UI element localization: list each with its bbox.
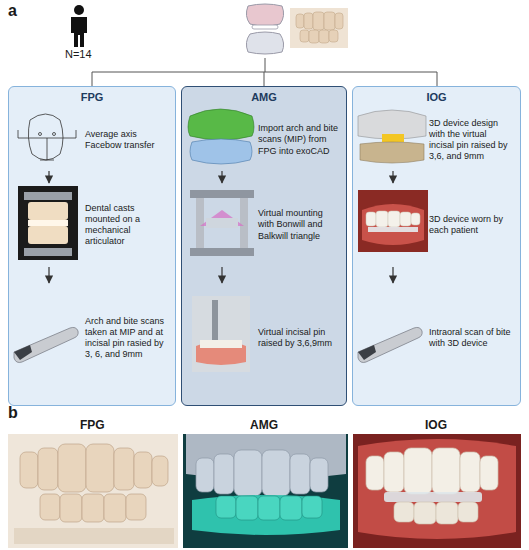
step-text: Virtual incisal pin raised by 3,6,9mm [258, 283, 340, 393]
step-text: Intraoral scan of bite with 3D device [429, 283, 514, 393]
step-text: Average axis Facebow transfer [85, 109, 169, 171]
sample-size: N=14 [65, 48, 92, 60]
fpg-photo [8, 434, 178, 548]
step-text: Import arch and bite scans (MIP) from FP… [258, 109, 340, 171]
process-step: Arch and bite scans taken at MIP and at … [13, 283, 171, 393]
arch-scans [188, 109, 254, 164]
amg-photo [183, 434, 348, 548]
process-step: Average axis Facebow transfer [13, 109, 171, 171]
column-title: AMG [182, 91, 346, 103]
step-text: Virtual mounting with Bonwill and Balkwi… [258, 183, 340, 267]
person-icon [71, 5, 87, 47]
step-text: 3D device worn by each patient [429, 183, 514, 267]
device-design [358, 110, 426, 163]
patient-photo [358, 190, 428, 252]
tree-lines [92, 58, 437, 86]
photo-title: AMG [250, 418, 278, 432]
panel-label: b [8, 404, 18, 422]
photo-title: IOG [425, 418, 447, 432]
column-title: IOG [353, 91, 520, 103]
process-step: Intraoral scan of bite with 3D device [357, 283, 516, 393]
column-title: FPG [9, 91, 175, 103]
virtual-incisal-pin [192, 296, 250, 372]
iog-photo [353, 434, 521, 548]
step-text: Arch and bite scans taken at MIP and at … [85, 283, 169, 393]
jaw-icon [246, 4, 283, 54]
teeth-photo [290, 8, 348, 48]
step-text: Dental casts mounted on a mechanical art… [85, 183, 169, 267]
panel-label: a [8, 2, 17, 20]
articulator-photo [18, 186, 78, 260]
step-text: 3D device design with the virtual incisa… [429, 109, 514, 171]
photo-title: FPG [80, 418, 105, 432]
